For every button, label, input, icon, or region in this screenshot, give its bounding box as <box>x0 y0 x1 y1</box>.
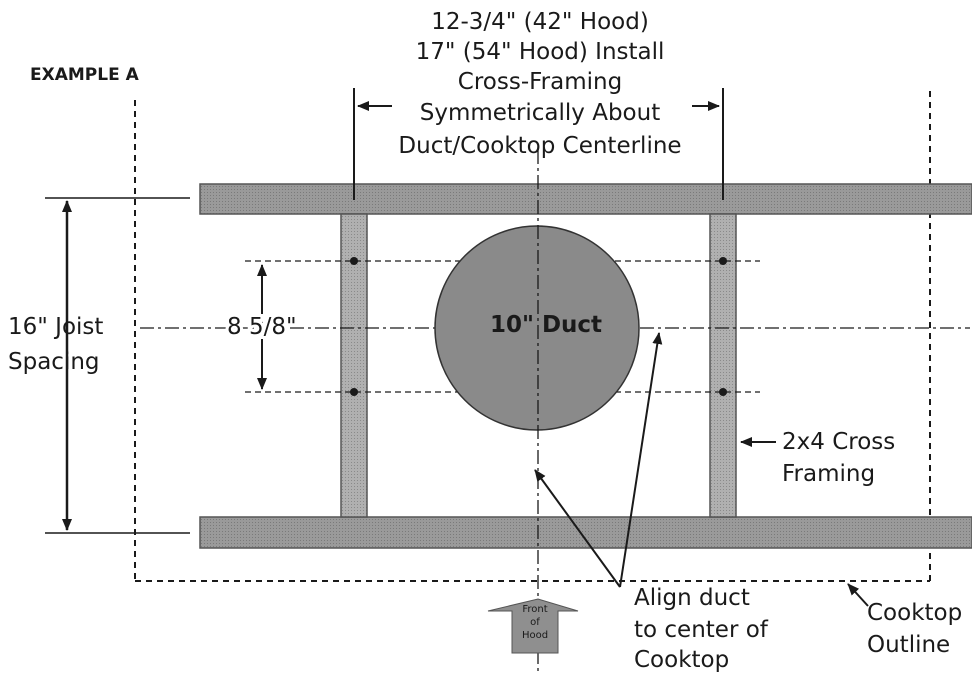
top-note-line-4: Symmetrically About <box>420 100 660 126</box>
mounting-points <box>350 257 727 396</box>
cross-framing-label-line-1: 2x4 Cross <box>782 429 895 455</box>
joist-label-line-1: 16" Joist <box>8 314 103 340</box>
top-note-line-3: Cross-Framing <box>458 69 622 95</box>
front-of-hood-arrow <box>487 598 579 654</box>
duct-circle <box>434 225 640 431</box>
top-note-line-1: 12-3/4" (42" Hood) <box>431 9 649 35</box>
cooktop-outline-leader <box>847 583 869 607</box>
align-label-line-1: Align duct <box>634 585 750 611</box>
top-note-line-5: Duct/Cooktop Centerline <box>398 133 681 159</box>
joist-bottom <box>199 516 972 549</box>
cooktop-outline-label-line-1: Cooktop <box>867 600 962 626</box>
cross-framing-label-line-2: Framing <box>782 461 875 487</box>
front-of-hood-line-2: of <box>530 617 540 628</box>
joist-label-line-2: Spacing <box>8 349 100 375</box>
joist-extension-lines <box>45 197 190 534</box>
cooktop-outline <box>134 88 931 582</box>
align-leader-duct <box>619 332 663 588</box>
example-label: EXAMPLE A <box>30 65 140 85</box>
hole-lines <box>245 260 760 393</box>
joist-top <box>199 183 972 215</box>
align-label-line-2: to center of <box>634 617 769 643</box>
hole-spacing-label: 8 5/8" <box>227 314 297 340</box>
top-note: 12-3/4" (42" Hood) 17" (54" Hood) Instal… <box>398 9 681 159</box>
front-of-hood-line-1: Front <box>522 604 547 615</box>
cooktop-outline-label-line-2: Outline <box>867 632 950 658</box>
duct-label: 10" Duct <box>490 312 602 338</box>
framing-extension-lines <box>353 88 724 200</box>
front-of-hood-line-3: Hood <box>522 630 548 641</box>
top-note-line-2: 17" (54" Hood) Install <box>416 39 665 65</box>
align-label-line-3: Cooktop <box>634 647 729 673</box>
front-of-hood-label: Front of Hood <box>522 604 548 641</box>
align-leader-centerline <box>534 469 621 588</box>
